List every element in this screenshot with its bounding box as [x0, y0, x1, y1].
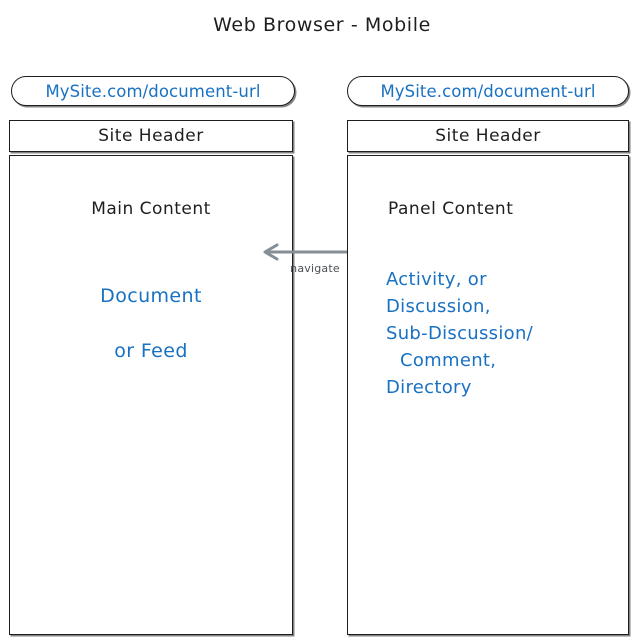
panel-content-panel [347, 155, 629, 635]
site-header-right: Site Header [347, 120, 629, 152]
url-bar-left-text: MySite.com/document-url [45, 81, 261, 101]
site-header-left-label: Site Header [98, 126, 204, 146]
main-content-panel [9, 155, 293, 635]
main-content-line-document: Document [100, 285, 202, 307]
url-bar-left[interactable]: MySite.com/document-url [11, 76, 295, 106]
url-bar-right-text: MySite.com/document-url [380, 81, 596, 101]
panel-content-line-comment: Comment, [400, 350, 497, 371]
main-content-line-feed: or Feed [114, 340, 188, 362]
panel-content-list: Activity, or Discussion, Sub-Discussion/… [386, 266, 616, 401]
main-content-heading: Main Content [91, 199, 211, 219]
navigate-label: navigate [290, 262, 340, 275]
page-title: Web Browser - Mobile [213, 14, 431, 36]
site-header-left: Site Header [9, 120, 293, 152]
panel-content-heading: Panel Content [388, 199, 514, 219]
panel-content-line-activity: Activity, or [386, 269, 487, 290]
panel-content-line-sub-discussion: Sub-Discussion/ [386, 323, 534, 344]
panel-content-line-discussion: Discussion, [386, 296, 491, 317]
panel-content-line-directory: Directory [386, 377, 472, 398]
site-header-right-label: Site Header [435, 126, 541, 146]
url-bar-right[interactable]: MySite.com/document-url [347, 76, 629, 106]
